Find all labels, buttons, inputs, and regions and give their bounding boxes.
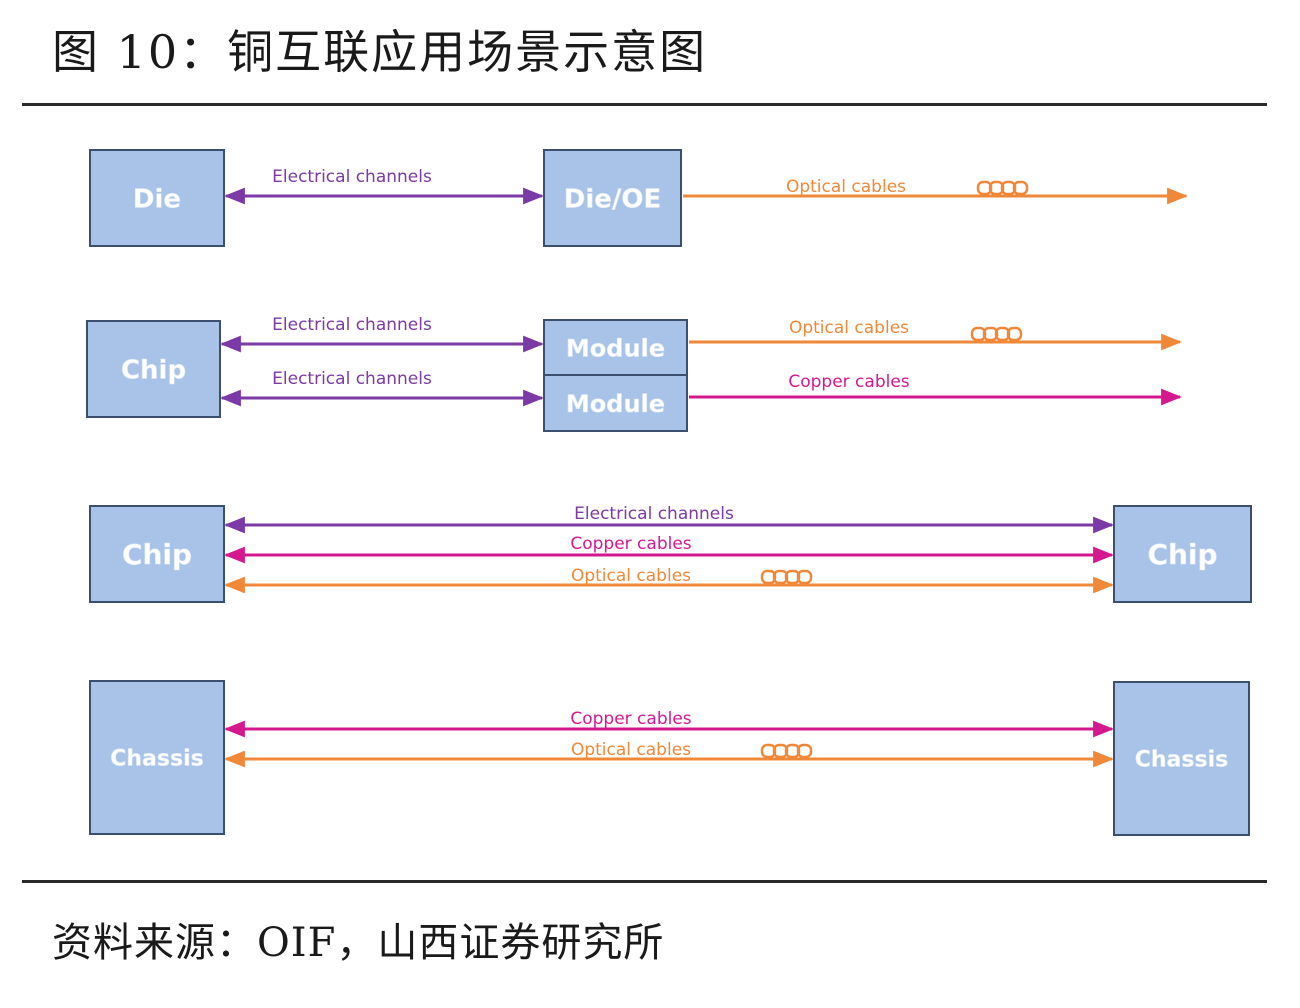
top-divider [22, 103, 1267, 106]
connection-label: Copper cables [570, 709, 691, 729]
connection-label: Electrical channels [272, 167, 432, 187]
cable-coil-icon [760, 743, 813, 759]
component-box: Die/OE [543, 149, 682, 247]
figure-title: 图 10：铜互联应用场景示意图 [52, 25, 708, 79]
component-box: Chassis [1113, 681, 1250, 836]
component-box-shape [543, 374, 688, 432]
optical-connection: Optical cables [689, 318, 1183, 351]
optical-connection: Optical cables [223, 566, 1115, 594]
bottom-divider [22, 880, 1267, 883]
component-box: Chip [86, 320, 221, 418]
component-label: Die [133, 185, 181, 215]
cable-coil-icon [760, 569, 813, 585]
connection-label: Optical cables [786, 177, 906, 197]
component-label: Die/OE [564, 185, 662, 215]
electrical-connection: Electrical channels [223, 167, 545, 205]
component-box-shape [86, 320, 221, 418]
component-box-shape [89, 149, 225, 247]
cable-coil-icon [970, 326, 1023, 342]
connection-label: Electrical channels [272, 315, 432, 335]
component-box-shape [89, 505, 225, 603]
component-label: Chip [121, 356, 186, 386]
component-label: Module [566, 390, 665, 418]
connection-label: Copper cables [570, 534, 691, 554]
component-label: Chip [122, 538, 192, 571]
component-label: Chassis [1135, 748, 1228, 773]
electrical-connection: Electrical channels [219, 369, 545, 407]
component-box: Chassis [89, 680, 225, 835]
component-box: Chip [89, 505, 225, 603]
source-note: 资料来源：OIF，山西证券研究所 [52, 920, 665, 966]
component-label: Chip [1147, 538, 1217, 571]
component-box: Module [543, 319, 688, 376]
optical-connection: Optical cables [683, 177, 1189, 205]
copper-connection: Copper cables [223, 534, 1115, 564]
component-label: Module [566, 335, 665, 363]
cable-coil-icon [976, 180, 1029, 196]
copper-connection: Copper cables [223, 709, 1115, 738]
component-box-shape [543, 319, 688, 376]
connection-label: Optical cables [789, 318, 909, 338]
component-box-shape [89, 680, 225, 835]
optical-connection: Optical cables [223, 740, 1115, 768]
component-box-shape [1113, 681, 1250, 836]
electrical-connection: Electrical channels [223, 504, 1115, 534]
component-box: Module [543, 374, 688, 432]
component-box-shape [1113, 505, 1252, 603]
electrical-connection: Electrical channels [219, 315, 545, 353]
component-box: Chip [1113, 505, 1252, 603]
connection-label: Electrical channels [574, 504, 734, 524]
connection-label: Optical cables [571, 740, 691, 760]
connection-label: Copper cables [788, 372, 909, 392]
component-box-shape [543, 149, 682, 247]
connection-label: Optical cables [571, 566, 691, 586]
component-box: Die [89, 149, 225, 247]
copper-connection: Copper cables [689, 372, 1183, 406]
connection-label: Electrical channels [272, 369, 432, 389]
component-label: Chassis [110, 747, 203, 772]
